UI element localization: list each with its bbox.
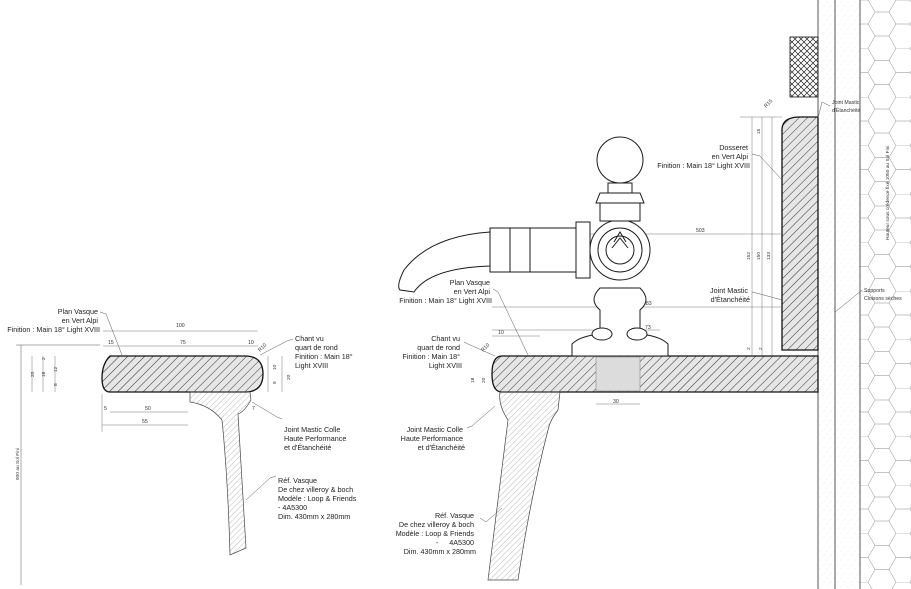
left-section-view: 900 au Sol Fini 100 15 75 10 R10 20 18 1… <box>15 311 294 585</box>
dim-9: 9 <box>272 381 278 384</box>
dim-30: 30 <box>613 399 619 405</box>
dim-r10: R10 <box>480 342 491 353</box>
dosseret-label: Dosseret en Vert Alpi Finition : Main 18… <box>657 143 750 170</box>
supports-label: Supports Cloisons sèches <box>864 288 902 302</box>
dim-10: 10 <box>498 330 504 336</box>
wall-tile <box>789 36 819 98</box>
dim-r10: R10 <box>257 342 268 353</box>
right-basin-section <box>487 391 561 581</box>
dim-150: 150 <box>756 252 762 260</box>
dim-55: 55 <box>142 419 148 425</box>
left-joint-label: Joint Mastic Colle Haute Performance et … <box>284 425 348 452</box>
joint-mastic-mid-label: Joint Mastic d'Étanchéité <box>710 286 750 304</box>
dim-503: 503 <box>696 228 705 234</box>
tap-hole <box>595 356 641 392</box>
dim-15: 15 <box>108 340 114 346</box>
dim-2: 2 <box>41 357 47 360</box>
right-joint-label: Joint Mastic Colle Haute Performance et … <box>401 425 465 452</box>
dim-2b: 2 <box>758 347 764 350</box>
right-chant-label: Chant vu quart de rond Finition : Main 1… <box>402 334 462 370</box>
right-height-note: Hauteur sous crédence fixé 1050 au Sol F… <box>885 146 891 240</box>
height-note: 900 au Sol Fini <box>15 448 21 480</box>
dim-7: 7 <box>252 406 255 412</box>
dim-20: 20 <box>481 377 487 383</box>
left-plan-vasque-label: Plan Vasque en Vert Alpi Finition : Main… <box>7 307 100 334</box>
right-section-view: Hauteur sous crédence fixé 1050 au Sol F… <box>398 0 911 589</box>
dim-r15: R15 <box>763 98 774 109</box>
dim-2: 2 <box>746 347 752 350</box>
dim-10: 10 <box>248 340 254 346</box>
dim-18: 18 <box>41 371 47 377</box>
right-plan-vasque-label: Plan Vasque en Vert Alpi Finition : Main… <box>399 278 492 305</box>
dim-73: 73 <box>645 325 651 331</box>
left-chant-label: Chant vu quart de rond Finition : Main 1… <box>295 334 355 370</box>
dosseret-backsplash <box>781 116 819 351</box>
dim-20: 20 <box>30 371 36 377</box>
dim-133: 133 <box>766 252 772 260</box>
dim-12: 12 <box>53 366 59 372</box>
dim-152: 152 <box>746 252 752 260</box>
joint-mastic-top-label: Joint Mastic d'Étanchéité <box>832 100 861 114</box>
faucet-illustration <box>398 136 669 357</box>
dim-18: 18 <box>470 377 476 383</box>
dim-5: 5 <box>104 406 107 412</box>
right-countertop-slab <box>491 355 819 393</box>
dim-50: 50 <box>145 406 151 412</box>
dim-100: 100 <box>176 323 185 329</box>
dim-75: 75 <box>180 340 186 346</box>
dim-10b: 10 <box>272 364 278 370</box>
left-ref-vasque-label: Réf. Vasque De chez villeroy & boch Modè… <box>278 476 358 521</box>
right-ref-vasque-label: Réf. Vasque De chez villeroy & boch Modè… <box>396 511 476 556</box>
dim-20b: 20 <box>286 374 292 380</box>
dim-15: 15 <box>756 128 762 134</box>
dim-183: 183 <box>643 301 652 307</box>
left-basin-section <box>189 391 252 556</box>
dim-8: 8 <box>53 383 59 386</box>
left-vasque-slab <box>101 355 264 393</box>
drywall-support <box>860 0 911 589</box>
